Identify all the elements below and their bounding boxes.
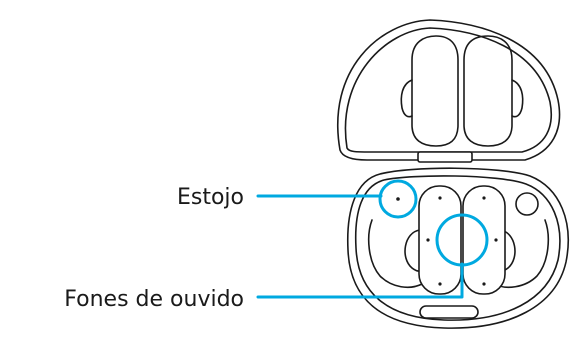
callout-line-earbuds [256,262,464,299]
case-base [346,167,570,329]
callout-circle-earbuds [435,213,489,267]
right-earbud [462,185,506,295]
case-button [515,192,539,216]
callout-case: Estojo [177,179,418,219]
left-earbud [418,185,462,295]
callout-circle-case [378,179,418,219]
callout-label-earbuds: Fones de ouvido [64,287,244,312]
lid-cavity-right [463,35,513,147]
case-hinge [417,151,473,163]
callout-label-case: Estojo [177,185,244,210]
charging-slot [419,305,479,319]
lid-cavity-left [411,35,459,147]
callout-earbuds: Fones de ouvido [64,213,489,312]
case-led-dot [396,197,400,201]
case-lid [337,19,561,163]
earbuds [404,185,516,295]
